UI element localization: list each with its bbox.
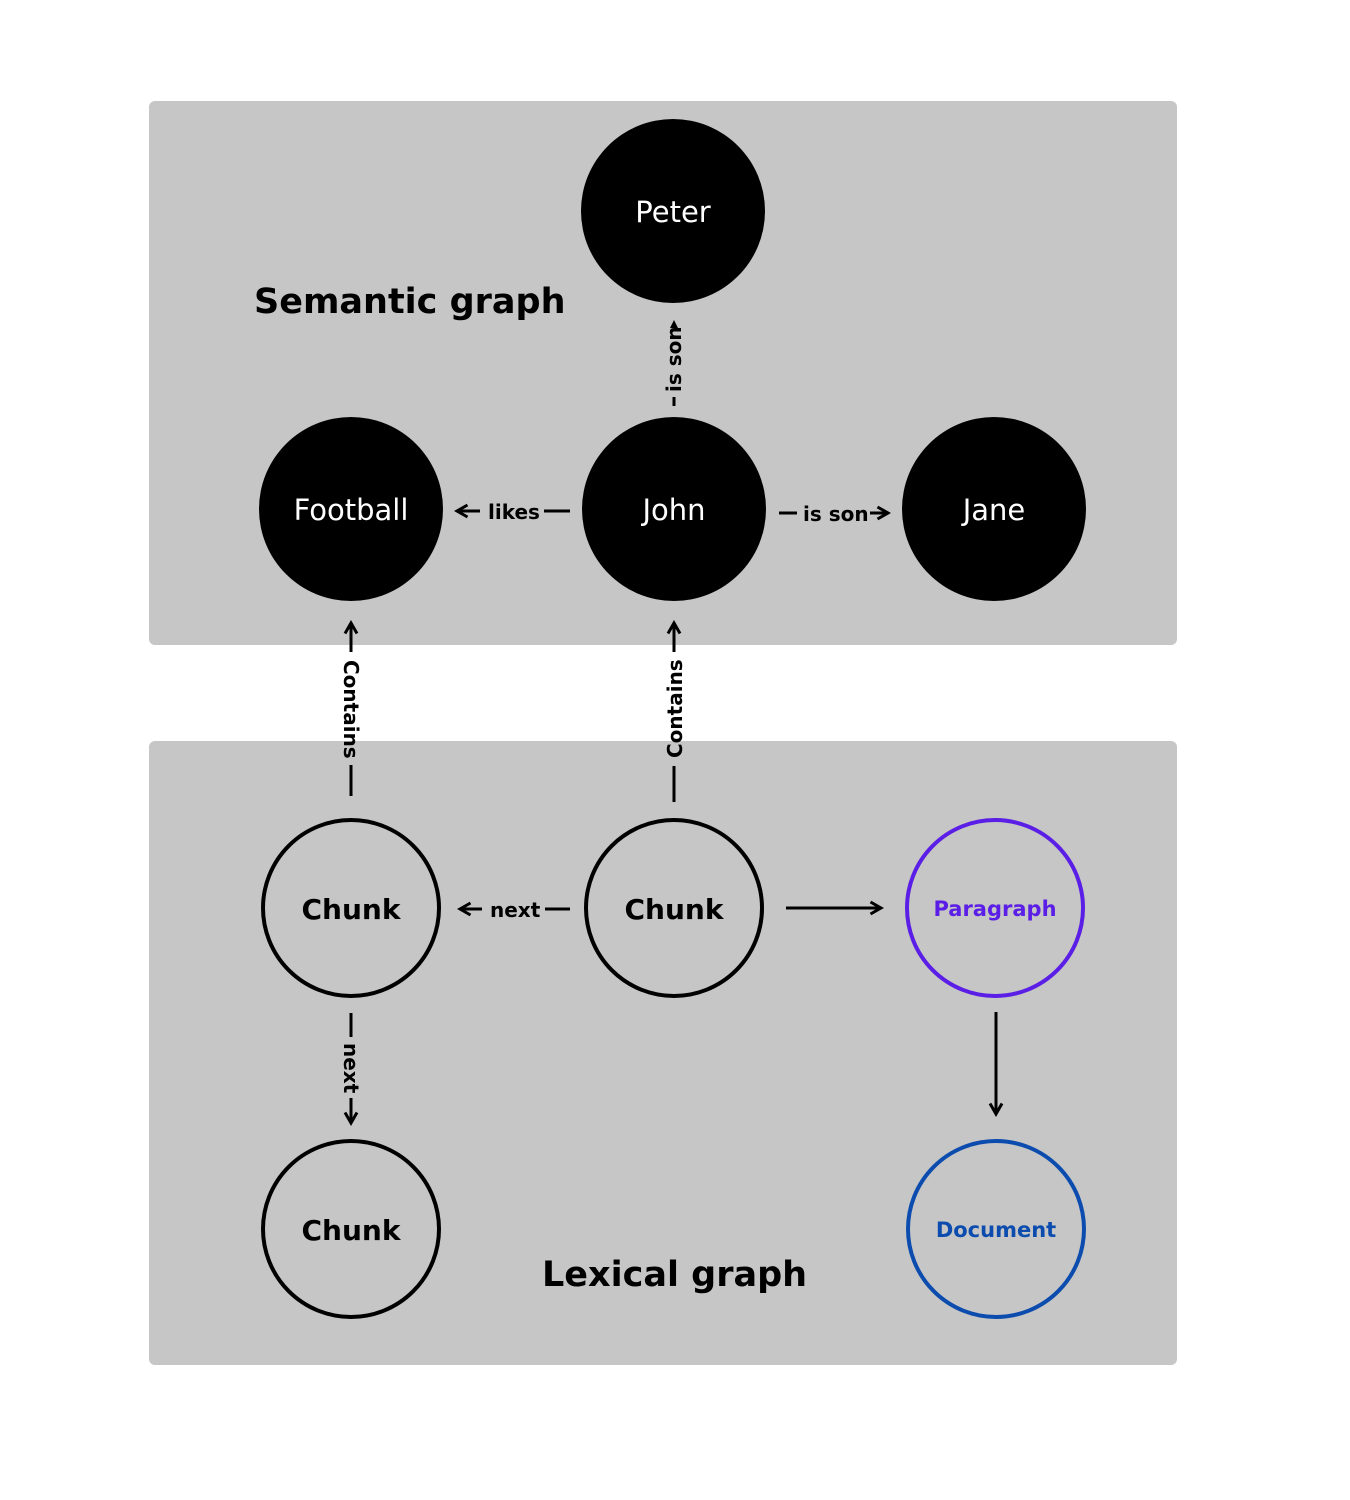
semantic-graph-title: Semantic graph — [254, 282, 566, 322]
node-paragraph[interactable]: Paragraph — [905, 818, 1085, 998]
edge-john-peter-label: is son — [662, 326, 686, 392]
lexical-graph-title: Lexical graph — [542, 1255, 807, 1295]
node-jane-label: Jane — [961, 493, 1026, 527]
edge-chunk-john-contains: Contains — [663, 619, 687, 802]
edge-left-bottom-label: next — [339, 1043, 363, 1094]
node-football-label: Football — [294, 493, 409, 527]
node-document[interactable]: Document — [906, 1139, 1086, 1319]
edge-john-football-label: likes — [488, 500, 540, 524]
node-paragraph-label: Paragraph — [933, 897, 1056, 921]
edge-chunk-john-label: Contains — [663, 659, 687, 758]
node-peter[interactable]: Peter — [581, 119, 765, 303]
node-chunk-center[interactable]: Chunk — [584, 818, 764, 998]
node-chunk-center-label: Chunk — [625, 893, 725, 926]
node-chunk-left-label: Chunk — [302, 893, 402, 926]
edge-center-left-next: next — [456, 898, 570, 922]
node-chunk-bottom[interactable]: Chunk — [261, 1139, 441, 1319]
lexical-panel — [149, 741, 1177, 1365]
edge-center-left-label: next — [490, 898, 541, 922]
edge-john-peter: is son — [662, 320, 686, 406]
node-chunk-bottom-label: Chunk — [302, 1214, 402, 1247]
edge-john-jane-label: is son — [803, 502, 869, 526]
node-document-label: Document — [936, 1218, 1056, 1242]
node-chunk-left[interactable]: Chunk — [261, 818, 441, 998]
node-football[interactable]: Football — [259, 417, 443, 601]
node-peter-label: Peter — [635, 195, 711, 229]
edge-left-bottom-next: next — [339, 1013, 363, 1127]
node-john-label: John — [640, 493, 705, 527]
node-john[interactable]: John — [582, 417, 766, 601]
edge-chunk-football-contains: Contains — [339, 619, 363, 796]
edge-john-jane: is son — [779, 502, 892, 526]
edge-chunk-football-label: Contains — [339, 660, 363, 759]
edge-john-football: likes — [453, 500, 570, 524]
node-jane[interactable]: Jane — [902, 417, 1086, 601]
